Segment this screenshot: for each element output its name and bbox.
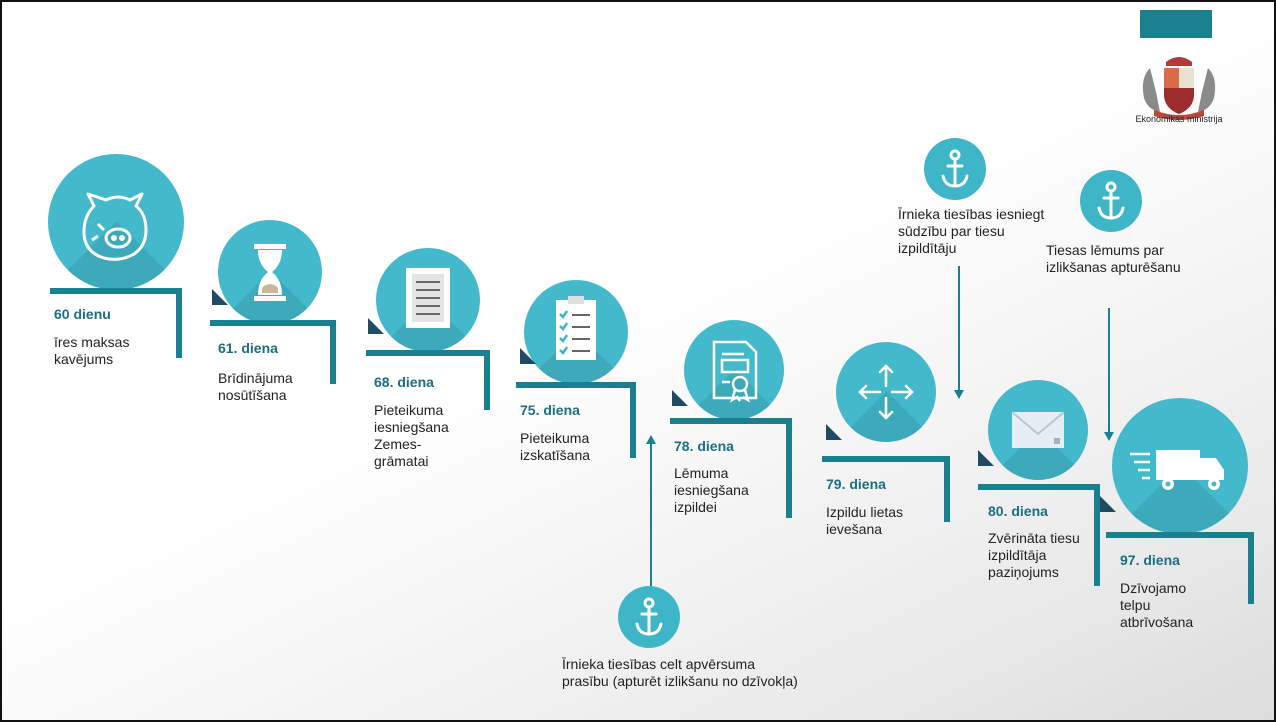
step-5-bracket: [670, 418, 792, 518]
step-6-corner-marker: [826, 424, 842, 440]
step-8-day: 97. diena: [1120, 552, 1180, 568]
note-3-connector: [1108, 308, 1110, 432]
step-2-desc: Brīdinājuma nosūtīšana: [218, 370, 293, 403]
step-5-desc: Lēmuma iesniegšana izpildei: [674, 465, 749, 515]
note-3-anchor-circle: [1080, 170, 1142, 232]
corner-accent-bar: [1140, 10, 1212, 38]
step-5-corner-marker: [672, 390, 688, 406]
step-4-corner-marker: [520, 348, 536, 364]
logo-caption: Ekonomikas ministrija: [1135, 114, 1223, 124]
step-4-day: 75. diena: [520, 402, 580, 418]
note-3-arrow: [1104, 432, 1114, 441]
step-1-day: 60 dienu: [54, 306, 111, 322]
note-2-anchor-circle: [924, 138, 986, 200]
step-1-bracket: [50, 288, 182, 358]
step-3-day: 68. diena: [374, 374, 434, 390]
step-1-desc: īres maksas kavējums: [54, 334, 130, 367]
note-1-anchor-circle: [618, 586, 680, 648]
step-2-bracket: [210, 320, 336, 384]
note-3-text: Tiesas lēmums par izlikšanas apturēšanu: [1046, 242, 1181, 275]
step-4-desc: Pieteikuma izskatīšana: [520, 430, 591, 463]
step-4-icon-circle: [524, 280, 628, 384]
step-5-day: 78. diena: [674, 438, 734, 454]
truck-icon: [1130, 450, 1224, 490]
move-arrows-icon: [858, 364, 914, 420]
step-7-corner-marker: [978, 450, 994, 466]
step-5-icon-circle: [684, 320, 784, 420]
step-7-desc: Zvērināta tiesu izpildītāja paziņojums: [988, 530, 1080, 580]
step-2-corner-marker: [212, 289, 228, 305]
note-2-connector: [958, 266, 960, 390]
step-3-desc: Pieteikuma iesniegšana Zemes-grāmatai: [374, 402, 449, 469]
step-8-bracket: [1106, 532, 1254, 604]
note-1-connector: [650, 442, 652, 592]
anchor-icon: [1097, 181, 1125, 220]
step-6-bracket: [822, 456, 950, 522]
anchor-icon: [635, 597, 663, 636]
certificate-icon: [712, 340, 758, 403]
step-2-day: 61. diena: [218, 340, 278, 356]
step-6-desc: Izpildu lietas ievešana: [826, 504, 904, 537]
step-8-desc: Dzīvojamo telpu atbrīvošana: [1120, 580, 1194, 630]
hourglass-icon: [254, 244, 286, 301]
step-7-day: 80. diena: [988, 503, 1048, 519]
step-6-icon-circle: [836, 342, 936, 442]
coat-of-arms-logo: [1120, 48, 1238, 128]
note-2-arrow: [954, 390, 964, 399]
step-1-icon-circle: [48, 154, 184, 290]
step-8-corner-marker: [1100, 496, 1116, 512]
checklist-icon: [556, 296, 596, 360]
step-2-icon-circle: [218, 220, 322, 324]
piggy-bank-icon: [82, 192, 148, 261]
step-7-icon-circle: [988, 380, 1088, 480]
note-1-arrow: [646, 435, 656, 444]
step-3-bracket: [366, 350, 490, 410]
anchor-icon: [941, 149, 969, 188]
note-2-text: Īrnieka tiesības iesniegt sūdzību par ti…: [898, 206, 1045, 256]
step-8-icon-circle: [1112, 398, 1248, 534]
step-3-icon-circle: [376, 248, 480, 352]
note-1-text: Īrnieka tiesības celt apvērsuma prasību …: [562, 656, 798, 689]
step-6-day: 79. diena: [826, 476, 886, 492]
step-7-bracket: [978, 484, 1100, 586]
document-icon: [406, 268, 450, 328]
step-3-corner-marker: [368, 318, 384, 334]
step-4-bracket: [516, 382, 636, 458]
envelope-icon: [1011, 411, 1065, 448]
